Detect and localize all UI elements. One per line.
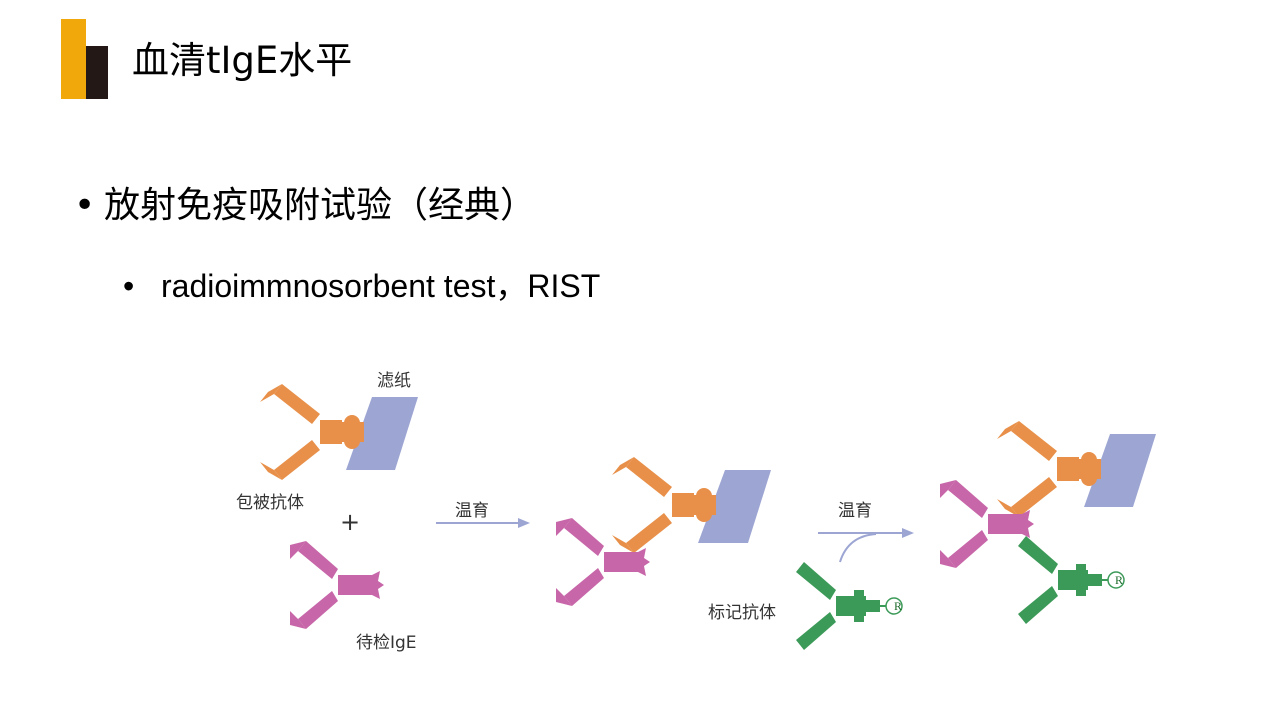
incubate-label-2: 温育 [838, 501, 872, 521]
ige-bound-right [940, 480, 1034, 568]
bullet-level1: •放射免疫吸附试验（经典） [74, 182, 536, 230]
coated-antibody-right [997, 421, 1101, 517]
radio-label-2: R [1115, 573, 1123, 587]
ige-bound-middle [556, 518, 650, 606]
arrow-2-head [902, 528, 914, 538]
radio-label-1: R [894, 599, 902, 613]
title-accent-dark [86, 46, 108, 99]
filter-paper-left [346, 397, 418, 470]
coated-antibody-label: 包被抗体 [236, 493, 304, 513]
filter-paper-right [1084, 434, 1156, 507]
bullet-dot-small: • [123, 268, 135, 304]
arrow-2-branch [839, 533, 877, 563]
filter-paper-label: 滤纸 [377, 371, 411, 391]
plus-sign: + [340, 508, 360, 536]
test-ige-label: 待检IgE [356, 633, 417, 653]
bullet-level1-text: 放射免疫吸附试验（经典） [104, 185, 537, 226]
bullet-level2: • radioimmnosorbent test，RIST [123, 265, 600, 307]
bullet-dot: • [74, 185, 96, 226]
labeled-antibody [795, 561, 903, 651]
slide-title: 血清tIgE水平 [132, 39, 353, 82]
filter-paper-middle [698, 470, 771, 543]
ige-molecule-left [290, 541, 384, 629]
labeled-antibody-label: 标记抗体 [708, 603, 776, 623]
arrow-1-head [518, 518, 530, 528]
title-accent-yellow [61, 19, 86, 99]
bullet-level2-text: radioimmnosorbent test，RIST [161, 268, 601, 304]
incubate-label-1: 温育 [455, 501, 489, 521]
labeled-antibody-bound [1017, 535, 1125, 625]
